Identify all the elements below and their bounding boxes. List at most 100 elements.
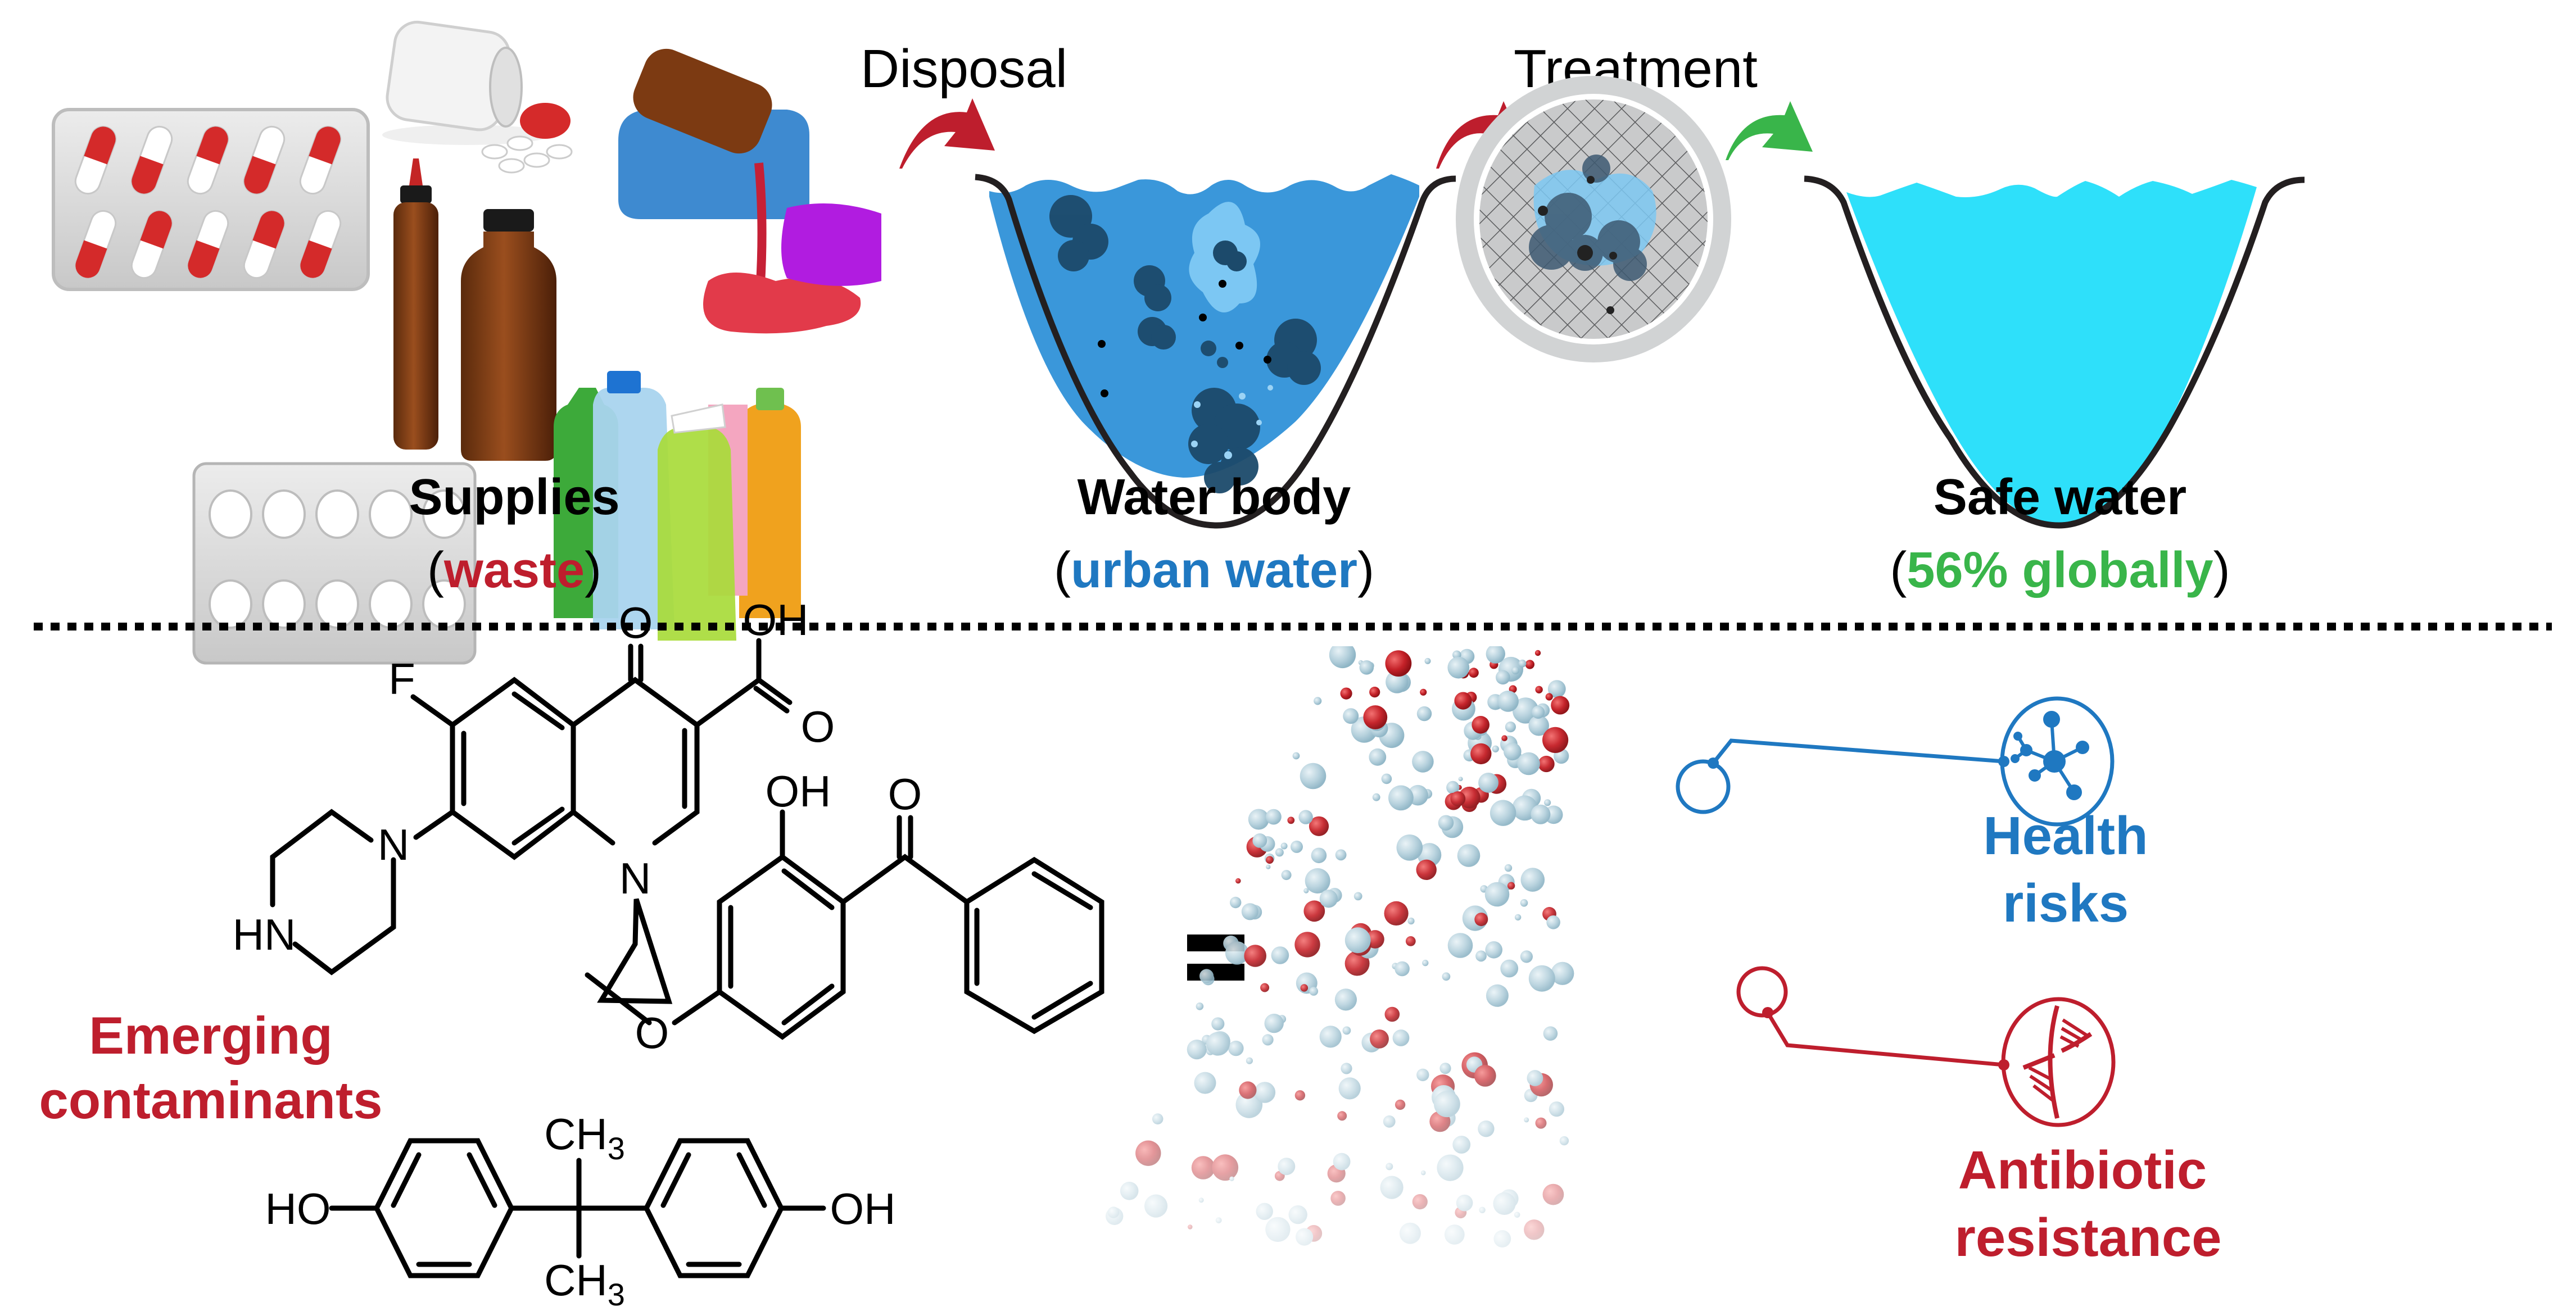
red-bubble (1474, 1065, 1496, 1087)
blue-bubble (1300, 763, 1327, 790)
blue-bubble (1527, 1070, 1543, 1086)
medicine-bottle-icon (461, 209, 556, 461)
red-bubble (1474, 913, 1488, 927)
blue-bubble (1447, 933, 1473, 958)
blue-bubble (1196, 1002, 1204, 1010)
svg-text:O: O (619, 598, 653, 647)
red-bubble (1454, 692, 1472, 710)
svg-text:O: O (635, 1008, 669, 1058)
blue-bubble (1496, 670, 1510, 685)
supplies-subtitle: (waste) (427, 542, 601, 598)
blue-bubble (1303, 888, 1309, 893)
svg-text:OH: OH (743, 595, 809, 645)
red-bubble (1525, 660, 1534, 669)
blue-bubble (1264, 1013, 1284, 1033)
blue-bubble (1492, 745, 1499, 753)
blue-bubble (1511, 666, 1520, 674)
red-bubble (1370, 1029, 1389, 1049)
blue-bubble (1271, 946, 1289, 964)
red-bubble (1384, 901, 1409, 926)
red-bubble (1420, 688, 1427, 696)
blue-bubble (1278, 1158, 1296, 1176)
blue-bubble (1424, 657, 1431, 664)
red-bubble (1412, 1194, 1428, 1210)
red-bubble (1470, 743, 1492, 765)
benzophenone-structure: OH O O (585, 766, 1104, 1058)
blue-bubble (1254, 1082, 1276, 1103)
blue-bubble (1528, 965, 1555, 992)
blue-bubble (1504, 742, 1522, 761)
svg-text:CH3: CH3 (544, 1255, 625, 1311)
red-bubble (1235, 878, 1241, 884)
bubble-cloud (1106, 641, 1574, 1248)
blue-bubble (1144, 1194, 1168, 1218)
svg-text:Health: Health (1983, 806, 2148, 866)
capsule-icon (130, 125, 173, 195)
blue-bubble (1369, 748, 1387, 766)
blue-bubble (1334, 988, 1357, 1011)
svg-text:HN: HN (233, 910, 296, 959)
blue-bubble (1248, 809, 1269, 830)
blue-bubble (1215, 1217, 1222, 1224)
blue-bubble (1486, 984, 1509, 1007)
bisphenol-a-structure: HO OH CH3 CH3 (265, 1109, 896, 1311)
step-labels: Supplies (waste) Water body (urban water… (409, 469, 2230, 598)
blue-bubble (1198, 1197, 1204, 1203)
capsule-icon (299, 210, 342, 279)
svg-text:N: N (378, 820, 409, 869)
red-bubble (1395, 1099, 1406, 1110)
disposal-label: Disposal (861, 39, 1067, 99)
blue-bubble (1512, 697, 1539, 724)
blue-bubble (1420, 1170, 1426, 1176)
blue-bubble (1228, 1040, 1244, 1056)
blue-bubble (1275, 848, 1284, 857)
svg-text:N: N (619, 854, 651, 903)
blue-bubble (1407, 917, 1415, 925)
blue-bubble (1314, 697, 1322, 705)
blue-bubble (1199, 969, 1214, 983)
red-bubble (1303, 900, 1325, 922)
blue-bubble (1280, 842, 1288, 850)
blue-bubble (1225, 941, 1249, 965)
blue-bubble (1518, 659, 1527, 668)
blue-bubble (1335, 849, 1347, 861)
blue-bubble (1520, 899, 1528, 907)
red-bubble (1135, 1140, 1161, 1166)
svg-text:HO: HO (265, 1184, 331, 1233)
emerging-contaminants-label: Emerging contaminants (39, 1006, 382, 1129)
blue-bubble (1262, 1034, 1274, 1046)
blue-bubble (1485, 941, 1502, 959)
blue-bubble (1386, 670, 1409, 693)
red-bubble (1384, 1006, 1400, 1022)
blue-bubble (1437, 1154, 1464, 1181)
blue-bubble (1490, 800, 1516, 826)
tablet-icon (262, 579, 306, 629)
red-bubble (1191, 1156, 1215, 1180)
blue-bubble (1381, 773, 1392, 784)
blue-bubble (1386, 1163, 1393, 1171)
red-bubble (1469, 668, 1479, 678)
blue-bubble (1520, 950, 1533, 963)
water-body-title: Water body (1078, 469, 1351, 525)
blue-bubble (1353, 892, 1362, 901)
blue-bubble (1479, 1206, 1486, 1213)
blue-bubble (1524, 1117, 1529, 1123)
safe-water-bowl (1804, 175, 2305, 529)
blue-bubble (1338, 1077, 1361, 1100)
safe-water-subtitle: (56% globally) (1890, 542, 2230, 598)
red-bubble (1363, 705, 1388, 729)
blue-bubble (1291, 840, 1303, 853)
blue-bubble (1416, 1068, 1429, 1082)
blue-bubble (1475, 950, 1487, 962)
capsule-icon (187, 210, 229, 279)
blue-bubble (1543, 1026, 1558, 1041)
tablet-icon (422, 489, 466, 539)
capsule-icon (243, 125, 286, 195)
blue-bubble (1194, 1072, 1216, 1094)
ciprofloxacin-structure: F O OH O N N HN (233, 595, 835, 1004)
blue-bubble (1447, 656, 1470, 679)
blue-bubble (1486, 644, 1505, 664)
blue-bubble (1551, 961, 1574, 985)
red-bubble (1501, 735, 1507, 741)
red-bubble (1524, 1219, 1545, 1240)
